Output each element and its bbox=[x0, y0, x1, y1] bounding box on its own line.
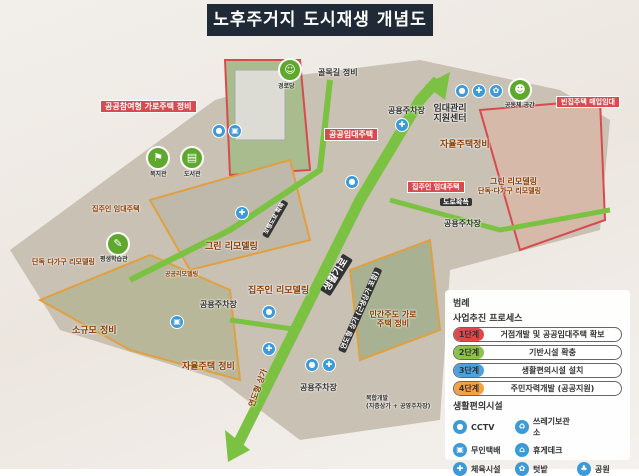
facility-label: 쓰레기보관소 bbox=[532, 417, 570, 437]
arrow-head bbox=[425, 72, 450, 100]
sports-icon: ✚ bbox=[262, 342, 276, 356]
trash-icon: ♻ bbox=[515, 420, 529, 434]
label-landlord-rental: 집주인 임대주택 bbox=[407, 181, 465, 194]
label-senior-center: 경로당 bbox=[278, 83, 295, 90]
sports-icon: ✚ bbox=[472, 84, 486, 98]
label-green-remodel-2: 그린 리모델링 bbox=[205, 242, 258, 252]
step-tag: 2단계 bbox=[454, 346, 484, 359]
cctv-icon: ● bbox=[453, 420, 467, 434]
label-public-street-housing: 공공참여형 가로주택 정비 bbox=[100, 100, 197, 114]
label-self-housing: 자율주택정비 bbox=[440, 140, 490, 150]
facilities-title: 생활편의시설 bbox=[453, 402, 503, 412]
facility-sports: ✚ 체육시설 bbox=[453, 462, 515, 476]
parcel-icon: ▣ bbox=[228, 124, 242, 138]
housing-block bbox=[148, 158, 312, 272]
legend-step-1: 1단계 거점개발 및 공공임대주택 확보 bbox=[453, 327, 622, 342]
facility-cctv: ● CCTV bbox=[453, 416, 515, 438]
facility-deck: ⌂ 휴게데크 bbox=[515, 443, 577, 457]
step-text: 생활편의시설 설치 bbox=[521, 366, 584, 375]
label-parking: 공용주차장 bbox=[388, 106, 425, 115]
cctv-icon: ● bbox=[212, 124, 226, 138]
step-text: 거점개발 및 공공임대주택 확보 bbox=[500, 330, 605, 339]
legend-panel: 범례 사업추진 프로세스 1단계 거점개발 및 공공임대주택 확보 2단계 기반시설… bbox=[445, 290, 630, 476]
label-self-housing-2: 자율주택 정비 bbox=[182, 362, 235, 372]
step-tag: 4단계 bbox=[454, 382, 484, 395]
sports-icon: ✚ bbox=[395, 118, 409, 132]
label-detached-remodel-2: 단독 다가구 리모델링 bbox=[32, 258, 95, 266]
sports-icon: ✚ bbox=[322, 358, 336, 372]
cctv-icon: ● bbox=[262, 305, 276, 319]
facility-garden: ✿ 텃밭 bbox=[515, 462, 577, 476]
facility-label: CCTV bbox=[471, 422, 495, 432]
label-parking: 공용주차장 bbox=[444, 219, 481, 228]
facility-parcel: ▣ 무인택배 bbox=[453, 443, 515, 457]
legend-step-4: 4단계 주민자력개발 (공공지원) bbox=[453, 381, 622, 396]
label-welfare: 복지관 bbox=[150, 171, 167, 178]
label-complex-dev: 복합개발 bbox=[366, 395, 389, 402]
step-tag: 1단계 bbox=[454, 328, 484, 341]
library-icon: ▤ bbox=[180, 146, 204, 170]
step-tag: 3단계 bbox=[454, 364, 484, 377]
process-title: 사업추진 프로세스 bbox=[453, 314, 523, 324]
label-green-remodel: 그린 리모델링 bbox=[490, 177, 537, 186]
facility-label: 휴게데크 bbox=[533, 445, 563, 455]
facility-label: 공원 bbox=[595, 464, 610, 474]
step-text: 기반시설 확충 bbox=[529, 348, 576, 357]
housing-block bbox=[37, 253, 242, 382]
label-landlord-rental-2: 집주인 임대주택 bbox=[92, 205, 140, 213]
green-road bbox=[128, 79, 333, 283]
facilities-list: ● CCTV ♻쓰레기보관소 ▣ 무인택배 ⌂ 휴게데크 ✚ 체육시설 ✿ 텃밭 ♣ 공원 bbox=[453, 416, 622, 476]
page-title: 노후주거지 도시재생 개념도 bbox=[207, 4, 433, 36]
deck-icon: ⌂ bbox=[515, 443, 529, 457]
cctv-icon: ● bbox=[455, 84, 469, 98]
label-landlord-remodel: 집주인 리모델링 bbox=[248, 286, 310, 296]
label-alley: 골목길 정비 bbox=[318, 68, 358, 77]
label-parking: 공용주차장 bbox=[300, 383, 337, 392]
label-vacant-house: 빈집주택 매입임대 bbox=[556, 96, 620, 109]
community-icon: ☻ bbox=[508, 78, 532, 102]
label-public-rental: 공공임대주택 bbox=[324, 128, 379, 142]
sports-icon: ✚ bbox=[235, 206, 249, 220]
label-library: 도서관 bbox=[184, 171, 201, 178]
facility-label: 체육시설 bbox=[471, 464, 501, 474]
garden-icon: ✿ bbox=[489, 84, 503, 98]
welfare-icon: ⚑ bbox=[146, 146, 170, 170]
label-detached-remodel: 단독·다가구 리모델링 bbox=[478, 187, 542, 195]
label-learning: 평생학습관 bbox=[100, 256, 128, 263]
sports-icon: ✚ bbox=[453, 462, 467, 476]
living-street-arrow bbox=[230, 76, 443, 453]
green-road bbox=[389, 197, 611, 233]
label-community: 공동체 공간 bbox=[505, 102, 535, 109]
legend-title: 범례 bbox=[453, 299, 470, 309]
learning-icon: ✎ bbox=[106, 232, 130, 256]
green-road bbox=[229, 317, 301, 333]
facility-park: ♣ 공원 bbox=[577, 462, 627, 476]
cctv-icon: ● bbox=[345, 175, 359, 189]
label-public-remodel: 공공리모델링 bbox=[165, 271, 199, 278]
label-road-widening: 도로확폭 bbox=[440, 198, 472, 207]
parcel-icon: ▣ bbox=[170, 315, 184, 329]
label-complex-dev-detail: (지층상가 + 공영주차장) bbox=[366, 403, 431, 410]
label-parking: 공용주차장 bbox=[200, 300, 237, 309]
legend-step-3: 3단계 생활편의시설 설치 bbox=[453, 363, 622, 378]
label-rental-center: 임대관리 지원센터 bbox=[433, 104, 467, 125]
cctv-icon: ● bbox=[305, 358, 319, 372]
parcel-icon: ▣ bbox=[453, 443, 467, 457]
label-private-street-housing: 민간주도 가로주택 정비 bbox=[369, 310, 417, 329]
step-text: 주민자력개발 (공공지원) bbox=[510, 384, 595, 393]
apartment-building bbox=[234, 69, 286, 141]
facility-trash: ♻쓰레기보관소 bbox=[515, 416, 577, 438]
facility-label: 무인택배 bbox=[471, 445, 501, 455]
garden-icon: ✿ bbox=[515, 462, 529, 476]
park-icon: ♣ bbox=[577, 462, 591, 476]
facility-label: 텃밭 bbox=[533, 464, 548, 474]
arrow-head bbox=[225, 430, 250, 462]
senior-center-icon: ☺ bbox=[278, 58, 302, 82]
legend-step-2: 2단계 기반시설 확충 bbox=[453, 345, 622, 360]
label-small-scale: 소규모 정비 bbox=[72, 326, 117, 336]
